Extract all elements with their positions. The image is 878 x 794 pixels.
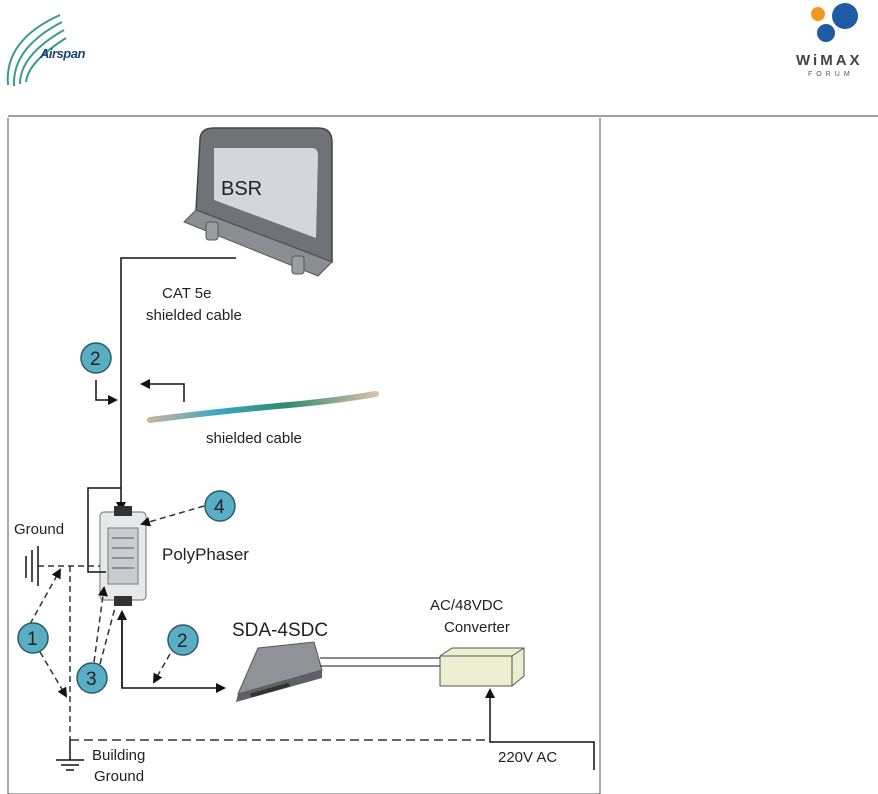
callout-3-number: 3 <box>86 669 97 690</box>
callout-3-pointer-b <box>100 604 116 664</box>
building-ground-line2: Ground <box>94 768 144 785</box>
converter-label-line1: AC/48VDC <box>430 597 504 614</box>
building-ground-icon <box>56 740 84 770</box>
polyphaser-device <box>100 506 146 606</box>
callout-4-number: 4 <box>214 497 225 518</box>
bsr-device <box>184 128 332 276</box>
building-ground-line1: Building <box>92 747 145 764</box>
callout-1-pointer-down <box>40 652 66 696</box>
converter-device <box>440 648 524 686</box>
shielded-cable-pointer <box>142 384 184 402</box>
callout-2a-pointer <box>96 380 116 400</box>
shielded-cable-label: shielded cable <box>206 430 302 447</box>
sda-label: SDA-4SDC <box>232 620 328 641</box>
callout-2b-number: 2 <box>177 631 188 652</box>
callout-1-pointer-up <box>30 570 60 624</box>
cable-label-line2: shielded cable <box>146 307 242 324</box>
callout-2a-number: 2 <box>90 349 101 370</box>
ground-label: Ground <box>14 521 64 538</box>
callout-4-pointer <box>142 506 204 524</box>
bsr-label: BSR <box>221 178 262 200</box>
ac-label: 220V AC <box>498 749 557 766</box>
callout-3-pointer-a <box>94 588 104 662</box>
callout-1-number: 1 <box>27 629 38 650</box>
converter-label-line2: Converter <box>444 619 510 636</box>
callout-2b-pointer <box>154 654 170 682</box>
cable-label-line1: CAT 5e <box>162 285 211 302</box>
ground-icon <box>26 546 38 586</box>
polyphaser-label: PolyPhaser <box>162 545 249 564</box>
sda-device <box>236 642 322 702</box>
